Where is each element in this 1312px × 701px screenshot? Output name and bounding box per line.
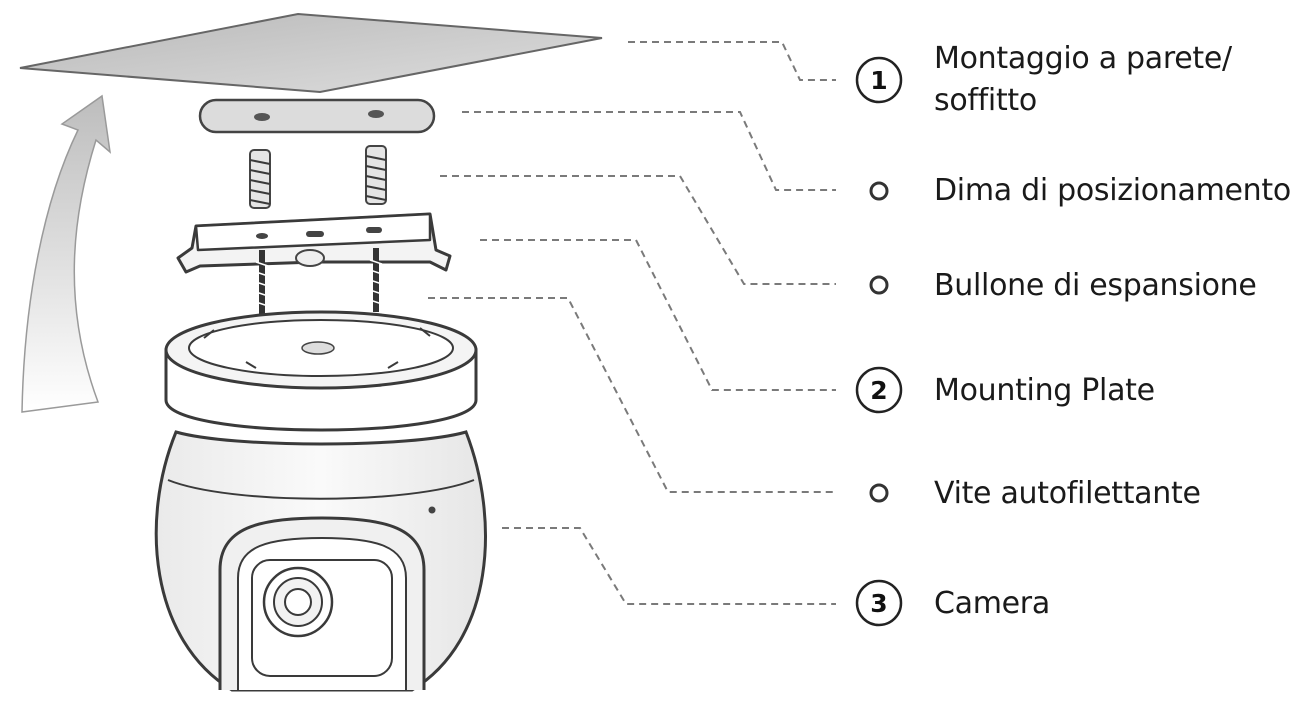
- up-arrow-icon: [21, 94, 112, 413]
- bullet-circle-icon: [869, 181, 889, 201]
- label-wall-ceiling-mount-line-1: Montaggio a parete/: [934, 41, 1233, 76]
- expansion-bolt-left: [249, 149, 271, 209]
- marker-3: [869, 275, 889, 295]
- label-camera: Camera: [934, 586, 1050, 621]
- leader-line-2: [462, 111, 836, 191]
- leader-line-3: [440, 175, 836, 285]
- marker-6: 3: [855, 579, 903, 627]
- leader-line-4: [480, 239, 836, 391]
- expansion-bolt-right: [365, 145, 387, 205]
- leader-line-6: [502, 527, 836, 605]
- drilling-template: [198, 98, 436, 134]
- self-tapping-screw-right: [369, 248, 383, 312]
- label-wall-ceiling-mount-line-2: soffitto: [934, 83, 1037, 118]
- numbered-circle-icon: [855, 56, 903, 104]
- self-tapping-screw-left: [255, 250, 269, 314]
- ceiling-surface: [19, 12, 603, 94]
- camera-dome: [154, 430, 487, 692]
- leader-line-5: [428, 297, 836, 493]
- marker-number: 2: [870, 376, 887, 405]
- marker-4: 2: [855, 366, 903, 414]
- marker-number: 1: [870, 66, 887, 95]
- label-expansion-bolt: Bullone di espansione: [934, 268, 1257, 303]
- numbered-circle-icon: [855, 366, 903, 414]
- marker-number: 3: [870, 589, 887, 618]
- marker-5: [869, 483, 889, 503]
- camera-lens: [262, 566, 334, 638]
- numbered-circle-icon: [855, 579, 903, 627]
- marker-2: [869, 181, 889, 201]
- bullet-circle-icon: [869, 483, 889, 503]
- label-self-tapping-screw: Vite autofilettante: [934, 476, 1201, 511]
- leader-line-1: [628, 41, 836, 81]
- label-mounting-plate: Mounting Plate: [934, 373, 1155, 408]
- mounting-plate: [176, 212, 452, 274]
- label-drilling-template: Dima di posizionamento: [934, 173, 1291, 208]
- bullet-circle-icon: [869, 275, 889, 295]
- marker-1: 1: [855, 56, 903, 104]
- camera-base: [164, 310, 478, 432]
